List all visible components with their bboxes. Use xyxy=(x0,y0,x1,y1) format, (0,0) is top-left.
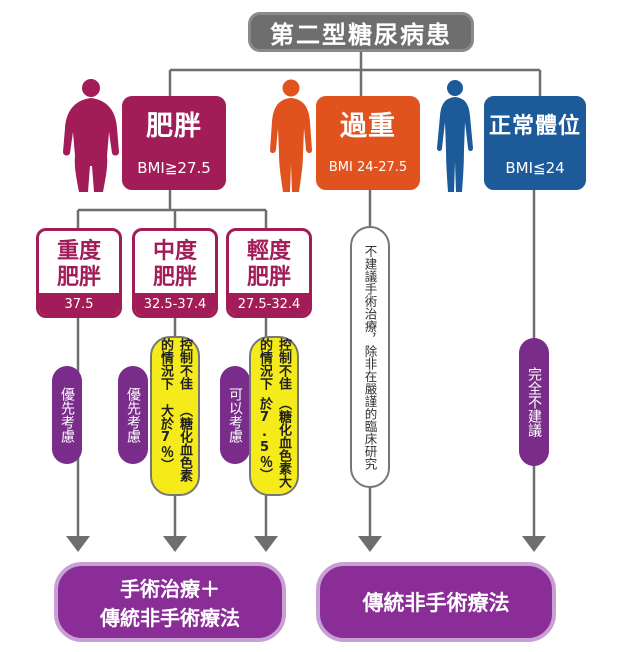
overweight-recommendation: 不建議手術治療，除非在嚴謹的臨床研究 xyxy=(350,226,390,488)
obese-person-icon xyxy=(63,79,119,192)
normal-recommendation-text: 完全不建議 xyxy=(526,367,542,437)
light-condition-text-b: （糖化血色素大於7.5％） xyxy=(257,397,291,489)
light-obese-range: 27.5-32.4 xyxy=(229,293,309,315)
conventional-label-left: 傳統非手術療法 xyxy=(100,606,240,630)
medium-recommendation: 優先考慮 xyxy=(118,366,148,464)
obese-label: 肥胖 xyxy=(146,111,202,143)
overweight-category-box: 過重 BMI 24-27.5 xyxy=(316,96,420,190)
heavy-obese-line2: 肥胖 xyxy=(56,265,101,290)
conventional-label-right: 傳統非手術療法 xyxy=(362,591,510,615)
medium-obese-box: 中度肥胖 32.5-37.4 xyxy=(132,228,218,318)
page-title: 第二型糖尿病患 xyxy=(270,20,452,49)
light-obese-line2: 肥胖 xyxy=(246,265,291,290)
medium-condition-text-b: （糖化血色素大於7％） xyxy=(158,404,192,483)
conventional-therapy-box: 傳統非手術療法 xyxy=(316,562,556,642)
title-box: 第二型糖尿病患 xyxy=(248,12,474,52)
overweight-recommendation-text: 不建議手術治療，除非在嚴謹的臨床研究 xyxy=(362,244,378,470)
overweight-label: 過重 xyxy=(340,111,396,143)
heavy-recommendation-text: 優先考慮 xyxy=(59,387,75,443)
medium-obese-line2: 肥胖 xyxy=(152,265,197,290)
medium-condition-text-a: 控制不佳的情況下 xyxy=(158,338,192,390)
light-condition: 控制不佳的情況下 （糖化血色素大於7.5％） xyxy=(249,336,299,496)
light-obese-line1: 輕度 xyxy=(246,239,291,264)
heavy-obese-line1: 重度 xyxy=(56,239,101,264)
normal-label: 正常體位 xyxy=(488,113,581,139)
surgery-plus-conventional-box: 手術治療＋ 傳統非手術療法 xyxy=(54,562,286,642)
heavy-recommendation: 優先考慮 xyxy=(52,366,82,464)
normal-recommendation: 完全不建議 xyxy=(519,338,549,466)
medium-recommendation-text: 優先考慮 xyxy=(125,387,141,443)
medium-obese-line1: 中度 xyxy=(152,239,197,264)
overweight-bmi: BMI 24-27.5 xyxy=(328,160,408,176)
obese-category-box: 肥胖 BMI≧27.5 xyxy=(122,96,226,190)
surgery-plus-label: 手術治療＋ xyxy=(120,577,220,601)
light-obese-box: 輕度肥胖 27.5-32.4 xyxy=(226,228,312,318)
normal-category-box: 正常體位 BMI≦24 xyxy=(484,96,586,190)
heavy-obese-range: 37.5 xyxy=(39,293,119,315)
heavy-obese-box: 重度肥胖 37.5 xyxy=(36,228,122,318)
light-condition-text-a: 控制不佳的情況下 xyxy=(257,338,291,390)
normal-person-icon xyxy=(437,80,473,192)
normal-bmi: BMI≦24 xyxy=(505,158,565,177)
obese-bmi: BMI≧27.5 xyxy=(137,158,211,177)
light-recommendation: 可以考慮 xyxy=(220,366,250,464)
medium-obese-range: 32.5-37.4 xyxy=(135,293,215,315)
overweight-person-icon xyxy=(270,79,312,192)
medium-condition: 控制不佳的情況下 （糖化血色素大於7％） xyxy=(150,336,200,496)
light-recommendation-text: 可以考慮 xyxy=(227,387,243,443)
